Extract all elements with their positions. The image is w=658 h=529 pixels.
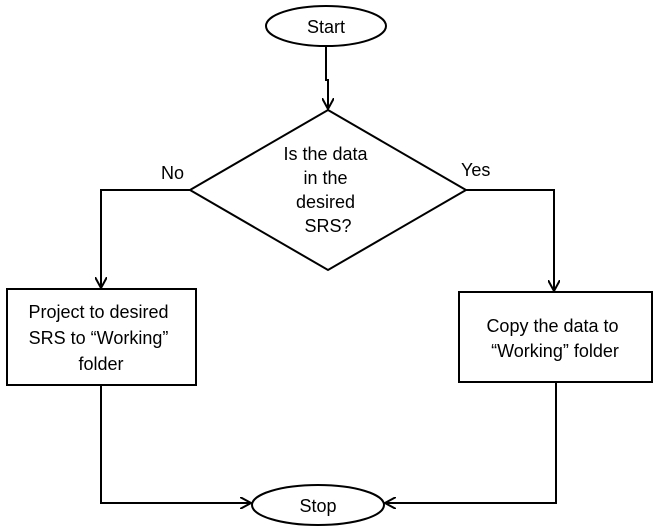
decision-node [188, 108, 468, 272]
yes-label: Yes [461, 160, 490, 180]
start-label: Start [307, 17, 345, 37]
edge-no-branch [101, 189, 190, 287]
copy-process-node [458, 291, 653, 383]
project-process-node [6, 288, 197, 386]
decision-line-4: SRS? [304, 216, 351, 236]
copy-process-label: Copy the data to “Working” folder [486, 316, 623, 361]
decision-line-3: desired [296, 192, 355, 212]
edge-yes-branch [466, 189, 554, 290]
edge-copy-to-stop [386, 383, 557, 503]
stop-node [251, 484, 385, 526]
project-line-3: folder [78, 354, 123, 374]
project-line-1: Project to desired [28, 302, 168, 322]
decision-line-1: Is the data [283, 144, 368, 164]
project-process-label: Project to desired SRS to “Working” fold… [28, 302, 173, 374]
copy-line-2: “Working” folder [491, 341, 619, 361]
decision-label: Is the data in the desired SRS? [283, 144, 372, 236]
stop-label: Stop [299, 496, 336, 516]
decision-line-2: in the [303, 168, 347, 188]
no-label: No [161, 163, 184, 183]
copy-line-1: Copy the data to [486, 316, 618, 336]
project-line-2: SRS to “Working” [29, 328, 169, 348]
edge-start-to-decision [326, 47, 328, 108]
start-node [265, 5, 387, 47]
edge-project-to-stop [100, 386, 250, 503]
